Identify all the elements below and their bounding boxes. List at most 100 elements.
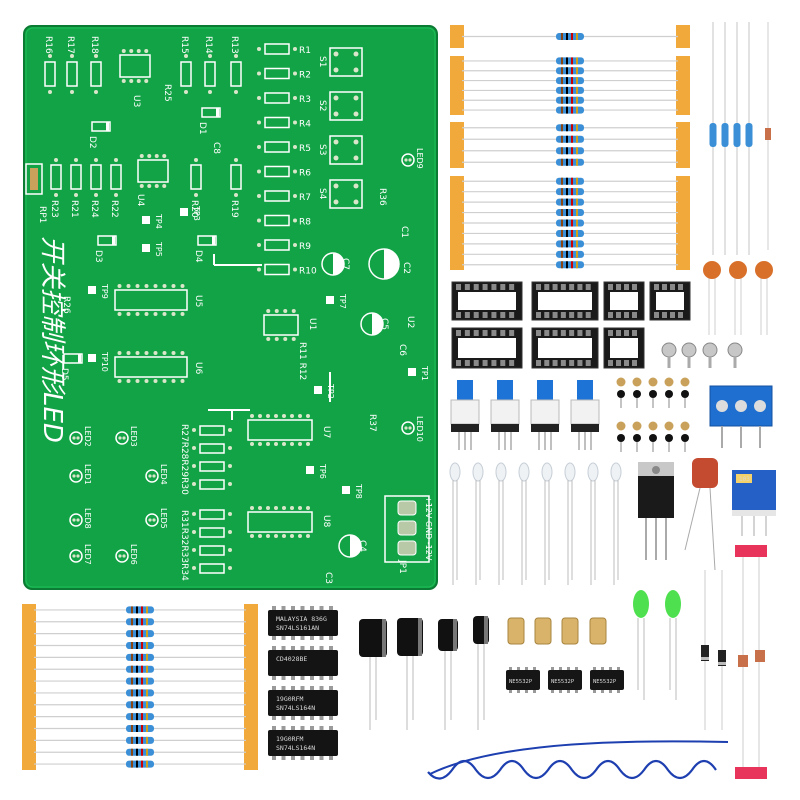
resistor-footprint	[192, 461, 232, 472]
opamp-chip: NE5532P	[548, 667, 582, 693]
resistor-on-tape	[34, 677, 246, 685]
led-footprint: LED7	[69, 544, 92, 565]
push-button	[570, 380, 600, 450]
chip-marking-line2: SN74LS164N	[276, 704, 315, 712]
testpoint-label: TP7	[338, 293, 347, 309]
resistor-on-tape	[34, 665, 246, 673]
ic-socket	[451, 327, 523, 369]
capacitor-label: C6	[397, 344, 407, 356]
switch-footprint: S1	[317, 47, 363, 77]
resistor-tape-2	[450, 56, 690, 115]
testpoint-label: TP9	[100, 283, 109, 299]
transistor	[616, 377, 626, 408]
testpoint-label: TP10	[100, 351, 109, 372]
electrolytic-capacitor	[438, 619, 458, 730]
trimmer-footprint: RP1	[25, 163, 47, 223]
brass-standoff	[507, 617, 525, 645]
resistor-footprint: R1	[257, 43, 311, 56]
ic-footprint: U7	[247, 414, 331, 446]
resistor-on-tape	[462, 135, 678, 143]
resistor-on-tape	[462, 250, 678, 258]
switch-footprint: S4	[317, 179, 363, 209]
resistor-footprint: R2	[257, 67, 311, 81]
tape-right	[676, 122, 690, 168]
transistor	[648, 377, 658, 408]
resistor-label: R6	[299, 169, 311, 179]
pcb-substrate	[23, 25, 438, 590]
led-label: LED7	[83, 544, 92, 565]
ic-label: U7	[321, 426, 331, 438]
switch-label: S4	[317, 188, 327, 200]
trimmer-potentiometer: 103	[732, 470, 776, 536]
logic-ic-chip: CD4028BE	[268, 646, 338, 680]
resistor-tape-4	[450, 176, 690, 270]
loose-diode	[718, 570, 726, 730]
tape-left	[450, 56, 464, 115]
ic-label: U4	[135, 194, 145, 207]
push-button	[450, 380, 480, 450]
connector-label: +12V GND -12V	[424, 496, 433, 561]
resistor-label: R19	[229, 200, 239, 218]
resistor-footprint: R7	[257, 190, 311, 203]
resistor-on-tape	[34, 642, 246, 649]
resistor-label: R18	[89, 36, 99, 54]
jumper-wire	[427, 740, 729, 780]
testpoint-footprint: TP3	[180, 205, 201, 221]
resistor-footprint: R20	[189, 158, 202, 218]
resistor-tape-5	[22, 604, 258, 770]
capacitor-footprint: C4	[338, 534, 367, 558]
resistor-label: R36	[377, 188, 387, 206]
switch-label: S1	[317, 56, 327, 67]
led-footprint: LED3	[115, 426, 138, 447]
led-clear	[541, 462, 553, 585]
tape-right	[244, 604, 258, 770]
testpoint-label: TP4	[154, 213, 163, 229]
ic-socket	[531, 281, 599, 321]
led-clear	[518, 462, 530, 585]
resistor-on-tape	[462, 33, 678, 40]
loose-resistor	[709, 22, 717, 255]
chip-marking: NE5532P	[509, 679, 533, 685]
resistor-footprint	[192, 479, 232, 490]
led-label: LED4	[159, 464, 168, 485]
chip-marking-line1: 19G0RFM	[276, 695, 303, 703]
resistor-label: R2	[299, 71, 311, 81]
testpoint-footprint: TP10	[88, 351, 109, 372]
led-clear	[449, 462, 461, 585]
chip-marking-line2: SN74LS161AN	[276, 624, 319, 632]
brass-standoff	[589, 617, 607, 645]
testpoint-footprint: TP1	[408, 365, 429, 381]
resistor-label: R31R32R33R34	[179, 510, 189, 581]
resistor-on-tape	[462, 67, 678, 75]
resistor-footprint: R6	[257, 165, 311, 179]
diode-footprint: D1	[197, 107, 221, 135]
tape-right	[676, 25, 690, 48]
transistor	[680, 421, 690, 452]
ic-label: U6	[193, 362, 203, 375]
resistor-on-tape	[34, 653, 246, 661]
resistor-label: R22	[109, 200, 119, 218]
resistor-footprint: R10	[257, 263, 317, 277]
ic-label: U8	[321, 515, 331, 528]
resistor-on-tape	[462, 147, 678, 155]
resistor-label: R26	[61, 296, 71, 314]
resistor-label: R17	[65, 36, 75, 54]
screw	[727, 342, 743, 368]
resistor-on-tape	[462, 77, 678, 85]
resistor-label: R25	[162, 84, 172, 102]
resistor-footprint: R3	[257, 92, 311, 105]
resistor-on-tape	[34, 618, 246, 626]
resistor-footprint: R22	[109, 158, 122, 218]
led-footprint: LED2	[69, 426, 92, 447]
resistor-on-tape	[34, 760, 246, 768]
diode-label: D2	[87, 136, 97, 149]
voltage-regulator	[638, 462, 674, 560]
led-label: LED1	[83, 464, 92, 485]
led-label: LED8	[83, 508, 92, 529]
chip-marking: NE5532P	[593, 679, 617, 685]
led-clear	[564, 462, 576, 585]
led-footprint: LED8	[69, 508, 92, 529]
resistor-on-tape	[462, 177, 678, 185]
